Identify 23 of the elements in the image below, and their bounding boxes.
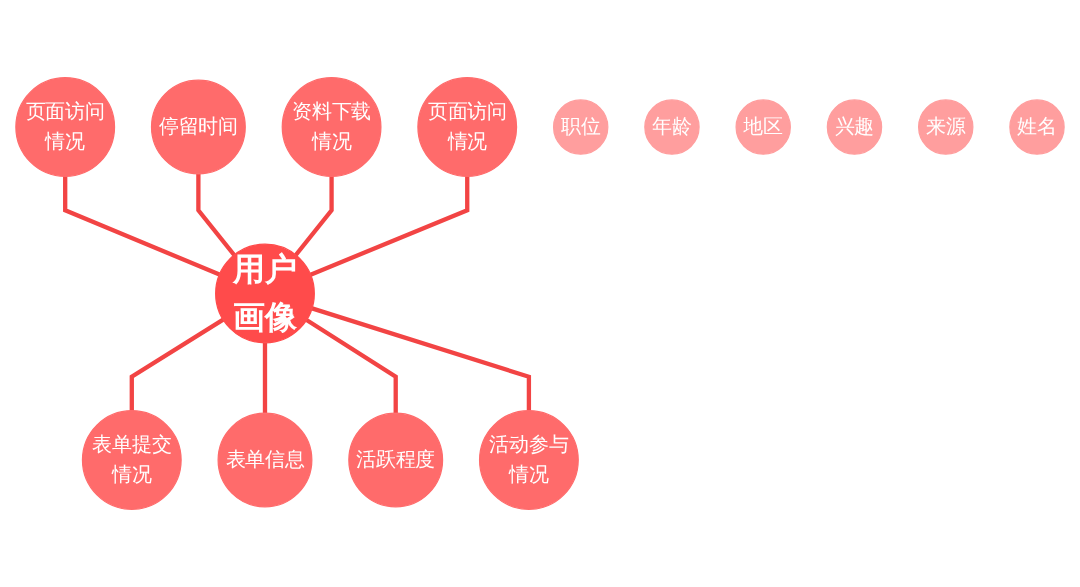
connector bbox=[305, 318, 398, 414]
node-circle: 职位 bbox=[552, 99, 609, 155]
connector bbox=[311, 306, 532, 411]
node-circle: 年龄 bbox=[644, 99, 700, 155]
connector bbox=[196, 173, 236, 257]
node-circle: 页面访问情况 bbox=[15, 77, 116, 177]
node-circle: 兴趣 bbox=[826, 99, 883, 155]
node-circle: 表单信息 bbox=[217, 412, 313, 508]
node-circle: 页面访问情况 bbox=[417, 77, 518, 177]
connector bbox=[63, 176, 221, 277]
node-circle: 资料下载情况 bbox=[281, 77, 382, 177]
connector bbox=[129, 317, 225, 411]
node-circle: 用户画像 bbox=[215, 243, 315, 344]
node-circle: 活跃程度 bbox=[348, 412, 444, 508]
connector bbox=[294, 176, 334, 257]
node-circle: 地区 bbox=[735, 99, 791, 155]
node-circle: 来源 bbox=[918, 99, 974, 155]
node-circle: 姓名 bbox=[1009, 99, 1065, 155]
node-circle: 表单提交情况 bbox=[81, 410, 182, 510]
node-circle: 活动参与情况 bbox=[478, 410, 579, 510]
connector bbox=[262, 342, 268, 414]
connector bbox=[309, 176, 470, 277]
node-circle: 停留时间 bbox=[150, 79, 246, 175]
